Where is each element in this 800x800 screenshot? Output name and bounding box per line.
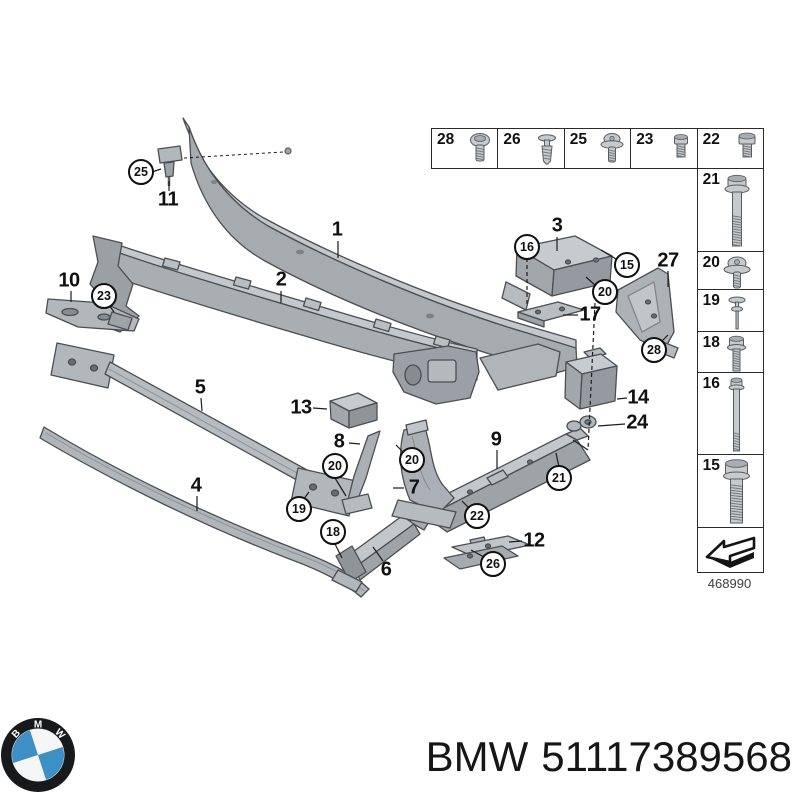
part-shape-3-mount-bracket (501, 235, 613, 311)
callout-circled-20: 20 (399, 447, 425, 473)
fastener-cell-19: 19 (696, 289, 764, 332)
fastener-cell-18: 18 (696, 331, 764, 373)
fastener-cell-20: 20 (696, 251, 764, 290)
part-shape-8-strip-bracket (341, 430, 381, 515)
expansion-rivet-icon (534, 132, 560, 173)
fastener-cell-25: 25 (563, 128, 632, 171)
fastener-cell-arrow (696, 527, 764, 576)
fastener-cell-16: 16 (696, 372, 764, 455)
callout-12: 12 (523, 529, 545, 552)
hex-flange-bolt-long-icon (722, 174, 752, 255)
hex-flange-bolt-large-icon (720, 459, 753, 532)
callout-14: 14 (627, 386, 649, 409)
pan-head-screw-icon (467, 132, 493, 171)
callout-6: 6 (380, 558, 392, 581)
fastener-cell-22: 22 (696, 128, 764, 169)
callout-8: 8 (333, 430, 345, 453)
fastener-cell-28: 28 (431, 128, 499, 171)
part-shape-6-lower-rail (331, 515, 421, 593)
callout-circled-19: 19 (286, 496, 312, 522)
fastener-number: 20 (702, 254, 720, 271)
fastener-cell-21: 21 (696, 168, 764, 255)
fastener-cell-15: 15 (696, 454, 764, 528)
hex-screw-small-icon (669, 132, 693, 165)
push-pin-rivet-icon (724, 294, 750, 337)
callout-circled-18: 18 (320, 519, 346, 545)
part-shape-2-impact-absorber (89, 235, 561, 405)
fastener-number: 19 (702, 292, 720, 309)
callout-2: 2 (275, 268, 287, 291)
callout-4: 4 (190, 474, 202, 497)
callout-27: 27 (657, 249, 679, 272)
fastener-number: 18 (702, 334, 720, 351)
callout-circled-20: 20 (592, 279, 618, 305)
fastener-number: 25 (569, 131, 588, 148)
callout-circled-25: 25 (128, 159, 154, 185)
fastener-number: 28 (437, 131, 455, 148)
part-number: 51117389568 (541, 733, 792, 780)
part-shape-27-gusset (615, 267, 679, 359)
callout-circled-20: 20 (322, 453, 348, 479)
fastener-number: 22 (702, 131, 720, 148)
callout-9: 9 (490, 428, 502, 451)
logo-letter-m: M (34, 720, 42, 731)
bmw-logo: B M W (1, 718, 75, 792)
callout-13: 13 (290, 396, 312, 419)
callout-17: 17 (579, 303, 601, 326)
part-shape-10-side-bracket (45, 298, 140, 332)
part-shape-14-tow-bracket (564, 347, 618, 410)
part-shape-24-link (566, 415, 597, 432)
callout-7: 7 (408, 476, 420, 499)
hex-bolt-short-icon (735, 132, 759, 165)
hex-bolt-medium-icon (724, 335, 749, 378)
part-shape-13-box (329, 392, 378, 429)
callout-5: 5 (194, 376, 206, 399)
fastener-cell-23: 23 (630, 128, 698, 169)
callout-1: 1 (331, 218, 343, 241)
brand-text: BMW (425, 733, 529, 780)
callout-circled-16: 16 (514, 234, 540, 260)
callout-circled-26: 26 (480, 551, 506, 577)
callout-circled-15: 15 (614, 252, 640, 278)
fastener-cell-26: 26 (497, 128, 565, 169)
part-number-line: BMW 51117389568 (426, 733, 792, 781)
fastener-number: 26 (503, 131, 521, 148)
fastener-number: 23 (636, 131, 654, 148)
part-shape-17-shim-plate (517, 301, 585, 328)
callout-10: 10 (58, 269, 80, 292)
diagram-number: 468990 (707, 576, 752, 591)
direction-arrow-icon (704, 531, 758, 576)
callout-circled-21: 21 (546, 465, 572, 491)
fastener-number: 16 (702, 375, 720, 392)
callout-circled-22: 22 (464, 503, 490, 529)
callout-3: 3 (551, 214, 563, 237)
fastener-number: 21 (702, 171, 720, 188)
callout-24: 24 (626, 411, 648, 434)
fastener-number: 15 (702, 457, 720, 474)
washer-screw-large-icon (722, 255, 752, 296)
callout-circled-23: 23 (91, 283, 117, 309)
washer-screw-icon (598, 132, 626, 171)
hex-bolt-extra-long-icon (725, 377, 748, 460)
callout-circled-28: 28 (641, 337, 667, 363)
callout-11: 11 (157, 188, 179, 211)
